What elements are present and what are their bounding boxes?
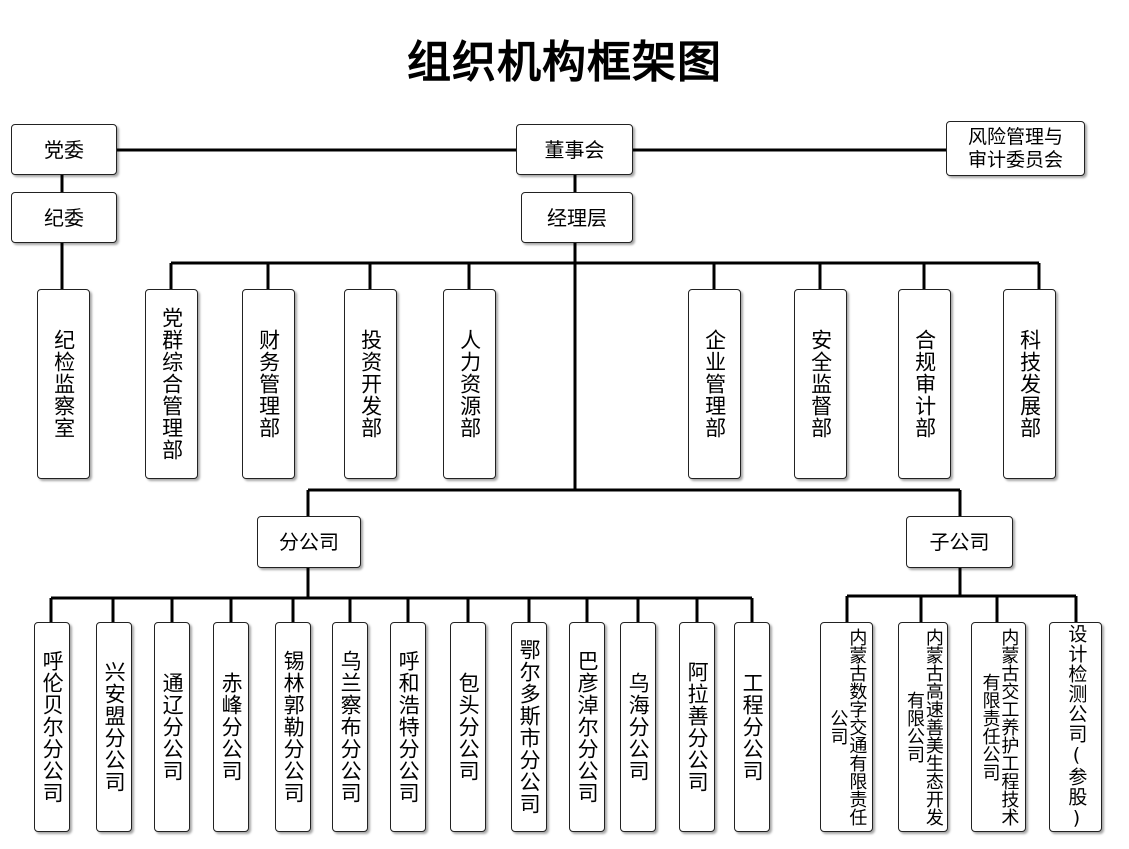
discipline-office-box: 纪检监察室 <box>37 289 90 479</box>
subsidiary-box: 内蒙古数字交通有限责任公司 <box>820 622 873 832</box>
subsidiary-group-box: 子公司 <box>906 516 1013 568</box>
branch-box: 乌海分公司 <box>620 622 656 832</box>
party-committee-box: 党委 <box>11 124 117 175</box>
department-box: 投资开发部 <box>344 289 397 479</box>
branch-box: 锡林郭勒分公司 <box>275 622 311 832</box>
branch-box: 阿拉善分公司 <box>679 622 715 832</box>
branch-box: 鄂尔多斯市分公司 <box>511 622 547 832</box>
management-box: 经理层 <box>521 192 633 243</box>
subsidiary-box: 内蒙古高速善美生态开发有限公司 <box>898 622 948 832</box>
branch-box: 赤峰分公司 <box>213 622 249 832</box>
discipline-committee-box: 纪委 <box>11 192 117 243</box>
department-box: 党群综合管理部 <box>145 289 198 479</box>
subsidiary-box: 内蒙古交工养护工程技术有限责任公司 <box>971 622 1026 832</box>
department-box: 合规审计部 <box>898 289 951 479</box>
board-box: 董事会 <box>516 124 633 175</box>
branch-box: 乌兰察布分公司 <box>332 622 368 832</box>
page-title: 组织机构框架图 <box>407 37 722 88</box>
department-box: 安全监督部 <box>794 289 847 479</box>
branch-box: 巴彦淖尔分公司 <box>569 622 605 832</box>
branch-box: 兴安盟分公司 <box>96 622 132 832</box>
department-box: 财务管理部 <box>242 289 295 479</box>
risk-committee-box: 风险管理与 审计委员会 <box>946 121 1085 176</box>
subsidiary-box: 设计检测公司(参股) <box>1049 622 1102 832</box>
department-box: 人力资源部 <box>443 289 496 479</box>
branch-box: 通辽分公司 <box>154 622 190 832</box>
branch-box: 呼和浩特分公司 <box>390 622 426 832</box>
branch-box: 包头分公司 <box>450 622 486 832</box>
branch-box: 呼伦贝尔分公司 <box>34 622 70 832</box>
department-box: 科技发展部 <box>1003 289 1056 479</box>
department-box: 企业管理部 <box>688 289 741 479</box>
branch-group-box: 分公司 <box>257 516 361 568</box>
branch-box: 工程分公司 <box>734 622 770 832</box>
